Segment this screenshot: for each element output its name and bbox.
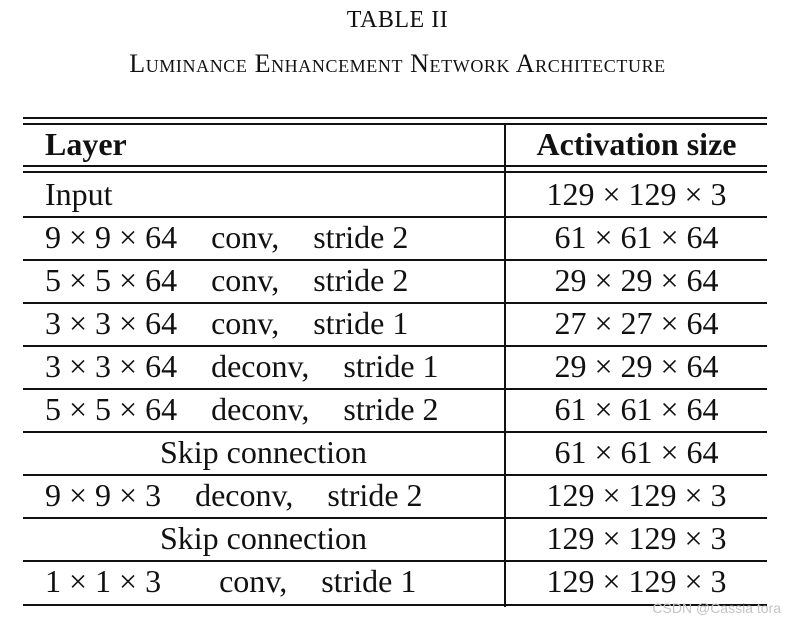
layer-stride: stride 1	[321, 563, 417, 599]
activation-cell: 129 × 129 × 3	[546, 563, 727, 599]
layer-cell: Input	[45, 176, 113, 212]
architecture-table: Layer Activation size Input 129 × 129 × …	[23, 117, 767, 607]
kernel-size: 1 × 1 × 3	[45, 563, 162, 599]
layer-op: deconv,	[211, 348, 310, 384]
layer-op: deconv,	[195, 477, 294, 513]
layer-cell: 9 × 9 × 3 deconv, stride 2	[45, 477, 423, 513]
row-rule	[23, 474, 767, 476]
row-rule	[23, 345, 767, 347]
header-activation-size: Activation size	[536, 126, 737, 162]
top-rule-inner	[23, 123, 767, 125]
row-rule	[23, 431, 767, 433]
layer-cell: 3 × 3 × 64 deconv, stride 1	[45, 348, 439, 384]
top-rule	[23, 117, 767, 119]
bottom-rule	[23, 604, 767, 606]
layer-cell: Skip connection	[23, 434, 504, 470]
layer-stride: stride 2	[313, 219, 409, 255]
layer-cell: 3 × 3 × 64 conv, stride 1	[45, 305, 408, 341]
activation-cell: 61 × 61 × 64	[554, 219, 719, 255]
layer-op: conv,	[211, 219, 280, 255]
activation-cell: 61 × 61 × 64	[554, 434, 719, 470]
layer-name: Input	[45, 176, 113, 212]
layer-cell: 1 × 1 × 3 conv, stride 1	[45, 563, 416, 599]
row-rule	[23, 216, 767, 218]
kernel-size: 9 × 9 × 3	[45, 477, 162, 513]
table-title: Luminance Enhancement Network Architectu…	[129, 49, 666, 78]
kernel-size: 5 × 5 × 64	[45, 262, 178, 298]
layer-stride: stride 2	[343, 391, 439, 427]
activation-cell: 129 × 129 × 3	[546, 176, 727, 212]
layer-name: Skip connection	[159, 520, 368, 556]
layer-cell: 5 × 5 × 64 conv, stride 2	[45, 262, 408, 298]
activation-cell: 61 × 61 × 64	[554, 391, 719, 427]
activation-cell: 29 × 29 × 64	[554, 262, 719, 298]
header-rule	[23, 165, 767, 167]
kernel-size: 3 × 3 × 64	[45, 348, 178, 384]
watermark: CSDN @Cassia tora	[652, 600, 781, 616]
activation-cell: 27 × 27 × 64	[554, 305, 719, 341]
kernel-size: 3 × 3 × 64	[45, 305, 178, 341]
layer-op: conv,	[211, 262, 280, 298]
activation-cell: 29 × 29 × 64	[554, 348, 719, 384]
layer-op: deconv,	[211, 391, 310, 427]
layer-stride: stride 2	[313, 262, 409, 298]
header-rule-lower	[23, 171, 767, 173]
row-rule	[23, 517, 767, 519]
layer-op: conv,	[219, 563, 288, 599]
layer-name: Skip connection	[159, 434, 368, 470]
layer-cell: 5 × 5 × 64 deconv, stride 2	[45, 391, 439, 427]
column-divider	[504, 125, 506, 607]
row-rule	[23, 560, 767, 562]
kernel-size: 9 × 9 × 64	[45, 219, 178, 255]
kernel-size: 5 × 5 × 64	[45, 391, 178, 427]
layer-cell: 9 × 9 × 64 conv, stride 2	[45, 219, 408, 255]
table-label: TABLE II	[346, 7, 449, 33]
activation-cell: 129 × 129 × 3	[546, 520, 727, 556]
row-rule	[23, 302, 767, 304]
header-layer: Layer	[45, 126, 127, 162]
layer-stride: stride 2	[327, 477, 423, 513]
layer-cell: Skip connection	[23, 520, 504, 556]
layer-op: conv,	[211, 305, 280, 341]
layer-stride: stride 1	[313, 305, 409, 341]
layer-stride: stride 1	[343, 348, 439, 384]
row-rule	[23, 388, 767, 390]
activation-cell: 129 × 129 × 3	[546, 477, 727, 513]
row-rule	[23, 259, 767, 261]
